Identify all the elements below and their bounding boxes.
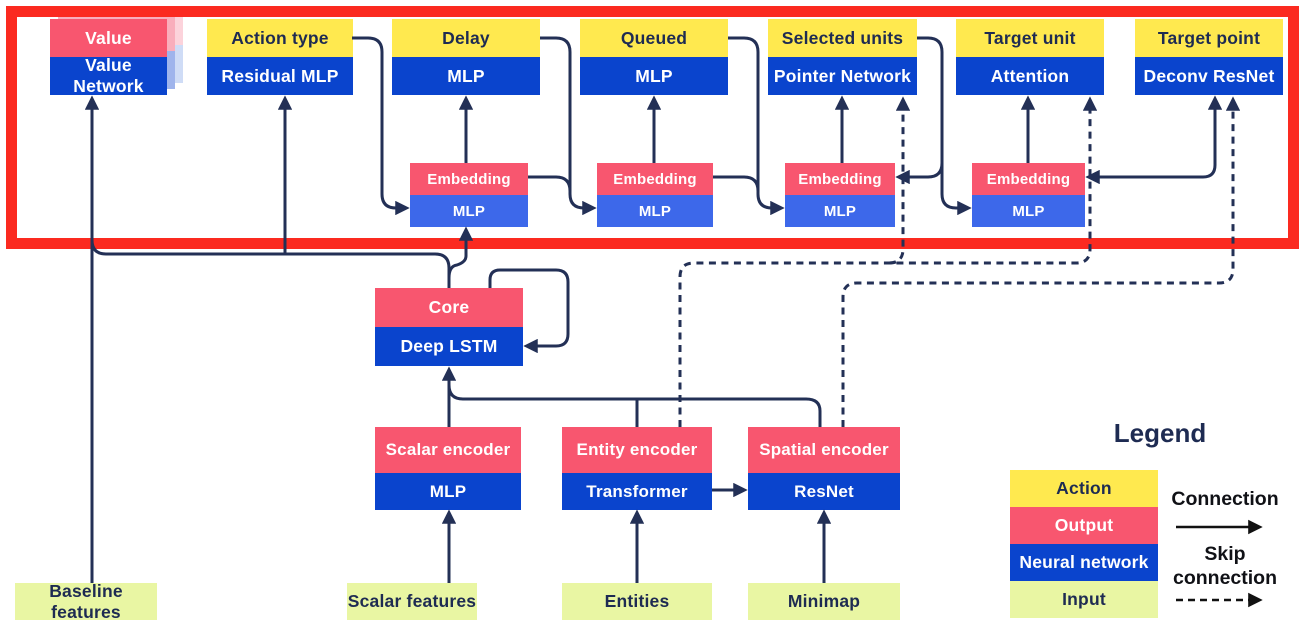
block-target-unit: Target unit Attention: [956, 19, 1104, 95]
legend-swatches: Action Output Neural network Input: [1010, 470, 1158, 618]
skip-spatial-encoder-to-deconv-resnet: [841, 96, 1241, 427]
core-label: Core: [375, 288, 523, 327]
input-baseline-features: Baseline features: [15, 581, 157, 622]
block-entity-encoder: Entity encoder Transformer: [562, 427, 712, 510]
block-embedding-3: Embedding MLP: [785, 163, 895, 227]
block-queued: Queued MLP: [580, 19, 728, 95]
input-minimap: Minimap: [748, 583, 900, 620]
legend-connection-label: Connection: [1171, 488, 1279, 510]
block-spatial-encoder: Spatial encoder ResNet: [748, 427, 900, 510]
embedding-3-label: Embedding: [785, 163, 895, 195]
embedding-1-label: Embedding: [410, 163, 528, 195]
embedding-2-label: Embedding: [597, 163, 713, 195]
scalar-encoder-label: Scalar encoder: [375, 427, 521, 473]
conn-embedding-2-merge: [713, 175, 760, 192]
legend-title: Legend: [1113, 418, 1207, 448]
embedding-3-network-label: MLP: [785, 195, 895, 227]
value-network-label: Value Network: [50, 55, 167, 96]
action-type-network-label: Residual MLP: [207, 57, 353, 95]
block-embedding-1: Embedding MLP: [410, 163, 528, 227]
delay-network-label: MLP: [392, 57, 540, 95]
block-embedding-2: Embedding MLP: [597, 163, 713, 227]
legend-skip-connection-label: Skip connection: [1172, 543, 1277, 589]
spatial-encoder-network-label: ResNet: [748, 473, 900, 510]
conn-core-to-left-bus: [90, 239, 451, 288]
block-action-type: Action type Residual MLP: [207, 19, 353, 95]
conn-spatial-encoder-to-core-bus: [447, 384, 822, 427]
scalar-encoder-network-label: MLP: [375, 473, 521, 510]
block-scalar-encoder: Scalar encoder MLP: [375, 427, 521, 510]
selected-units-label: Selected units: [768, 19, 917, 57]
skip-entity-encoder-to-attention: [678, 96, 1098, 427]
spatial-encoder-label: Spatial encoder: [748, 427, 900, 473]
legend-swatch-neural-network: Neural network: [1010, 544, 1158, 581]
legend-swatch-input: Input: [1010, 581, 1158, 618]
embedding-4-label: Embedding: [972, 163, 1085, 195]
embedding-1-network-label: MLP: [410, 195, 528, 227]
conn-embedding-1-merge: [528, 175, 572, 192]
skip-connections: [678, 96, 1241, 427]
delay-label: Delay: [392, 19, 540, 57]
block-selected-units: Selected units Pointer Network: [768, 19, 917, 95]
legend-swatch-action: Action: [1010, 470, 1158, 507]
input-scalar-features: Scalar features: [347, 583, 477, 620]
conn-core-to-embedding-1: [447, 226, 474, 288]
queued-network-label: MLP: [580, 57, 728, 95]
block-embedding-4: Embedding MLP: [972, 163, 1085, 227]
action-type-label: Action type: [207, 19, 353, 57]
block-delay: Delay MLP: [392, 19, 540, 95]
conn-selected-units-to-embedding-3: [895, 162, 944, 185]
block-value: Value Value Network: [50, 19, 167, 96]
core-network-label: Deep LSTM: [375, 327, 523, 366]
target-unit-network-label: Attention: [956, 57, 1104, 95]
entity-encoder-label: Entity encoder: [562, 427, 712, 473]
input-entities: Entities: [562, 583, 712, 620]
conn-embedding-4-to-deconv-resnet: [1146, 95, 1223, 179]
target-unit-label: Target unit: [956, 19, 1104, 57]
target-point-label: Target point: [1135, 19, 1283, 57]
embedding-2-network-label: MLP: [597, 195, 713, 227]
embedding-4-network-label: MLP: [972, 195, 1085, 227]
selected-units-network-label: Pointer Network: [768, 57, 917, 95]
value-output-label: Value: [50, 19, 167, 57]
queued-label: Queued: [580, 19, 728, 57]
entity-encoder-network-label: Transformer: [562, 473, 712, 510]
block-core: Core Deep LSTM: [375, 288, 523, 366]
block-target-point: Target point Deconv ResNet: [1135, 19, 1283, 95]
legend-swatch-output: Output: [1010, 507, 1158, 544]
target-point-network-label: Deconv ResNet: [1135, 57, 1283, 95]
